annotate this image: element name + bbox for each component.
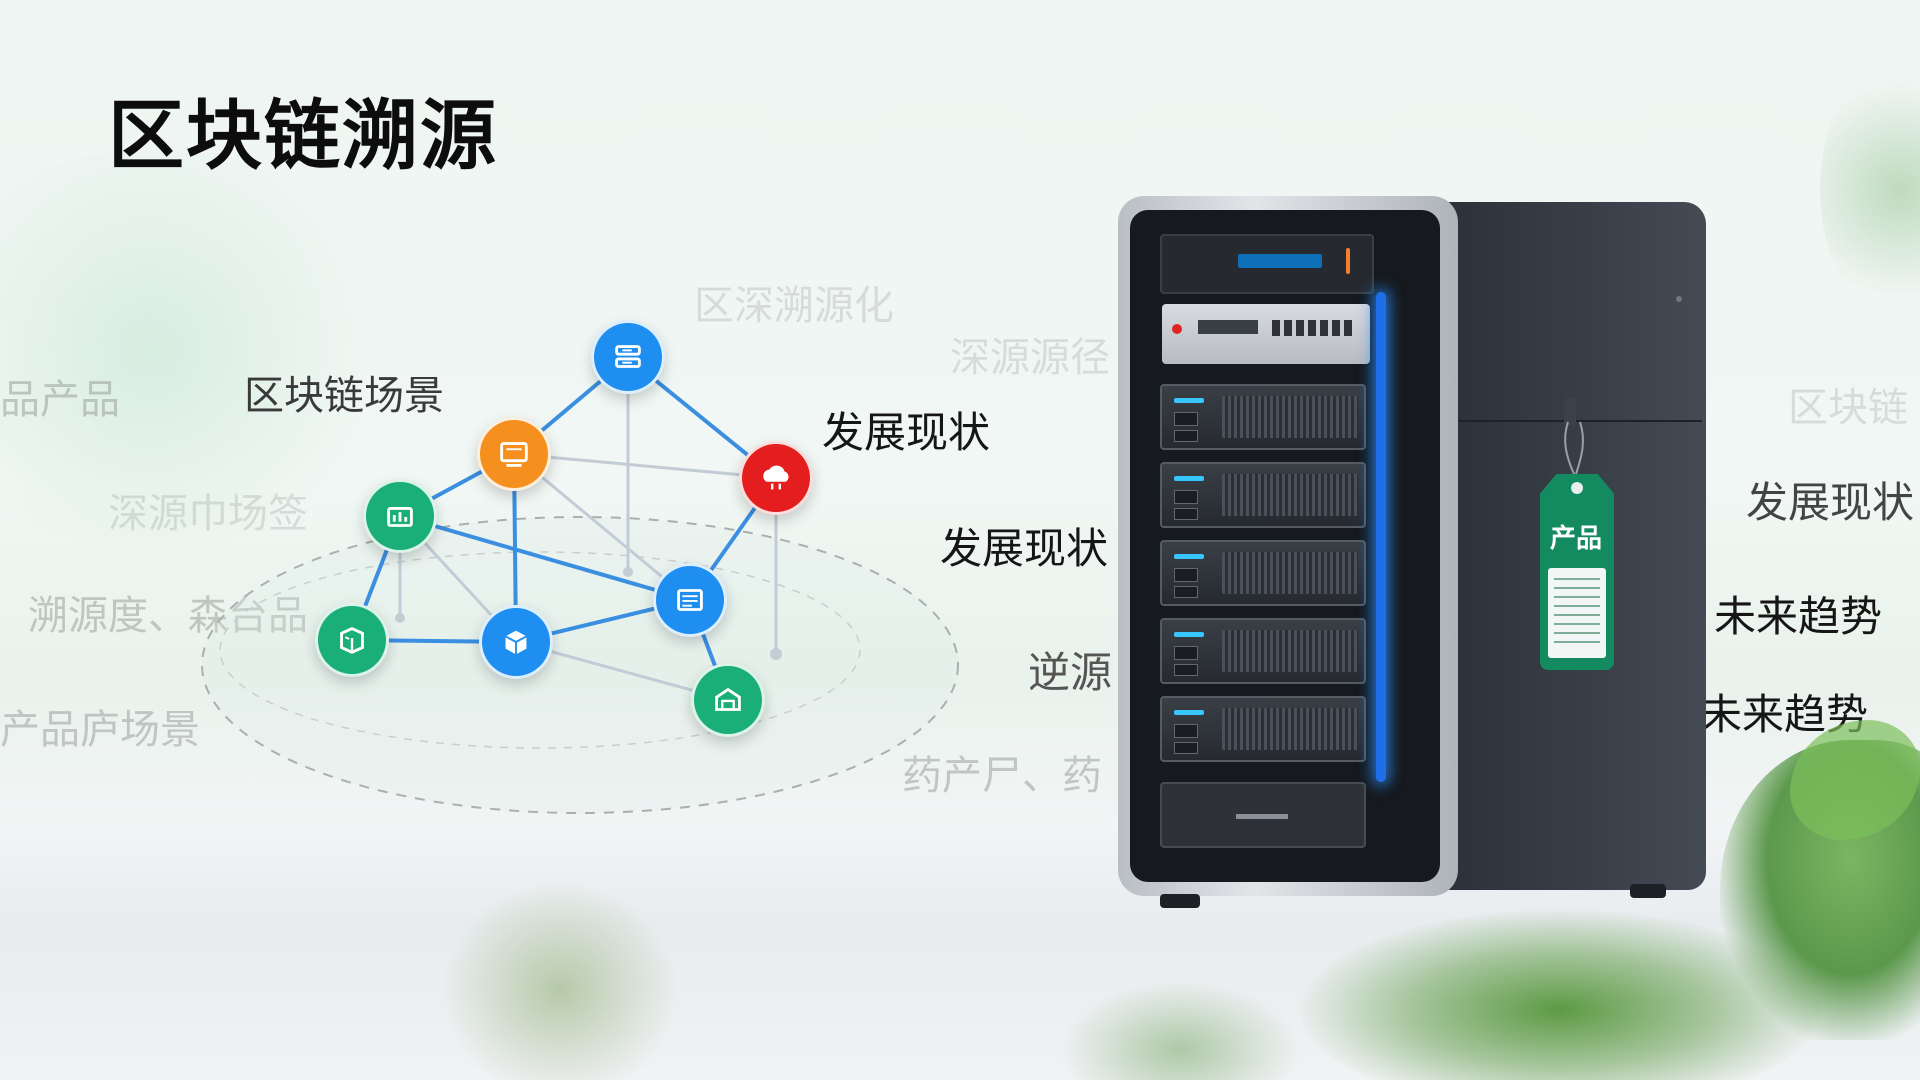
network-inner-ellipse (219, 551, 861, 749)
cabinet-blue-light-strip (1376, 292, 1386, 782)
network-node-cloud (739, 441, 813, 515)
cabinet-bottom-unit (1160, 782, 1366, 848)
label-dev-status-2: 发展现状 (940, 524, 1109, 573)
package-icon (715, 687, 741, 711)
tag-info-panel (1548, 568, 1606, 658)
background-foliage-top-right (1820, 60, 1920, 320)
edge-orange-red (513, 452, 777, 480)
cloud-icon (763, 465, 789, 490)
cabinet-foot-right (1630, 884, 1666, 898)
faint-label-top: 区深溯源化 (694, 283, 894, 329)
edge-green-right (399, 514, 691, 602)
network-node-chart (363, 479, 437, 553)
faint-label-right-chain: 区块链 (1788, 385, 1908, 431)
server-blade-1 (1160, 384, 1366, 450)
foreground-plant-blur-left (440, 880, 680, 1080)
faint-label-product-scene: 产品庐场景 (0, 707, 200, 753)
server-blade-3 (1160, 540, 1366, 606)
cabinet-foot-left (1160, 894, 1200, 908)
cabinet-display-unit (1160, 234, 1374, 294)
network-dot (395, 613, 405, 623)
chart-icon (387, 506, 413, 527)
server-blade-5 (1160, 696, 1366, 762)
faint-label-products: 品产品 (0, 377, 120, 423)
monitor-icon (500, 442, 528, 467)
tag-info-lines (1554, 578, 1600, 648)
control-panel-ports (1272, 320, 1352, 336)
network-dot (623, 567, 633, 577)
label-trace: 逆源 (1028, 648, 1113, 697)
tag-hole (1571, 482, 1583, 494)
bottom-unit-badge (1236, 814, 1288, 819)
tag-label: 产品 (1550, 524, 1603, 554)
network-dot (770, 648, 782, 660)
server-icon (615, 345, 641, 368)
network-node-package (691, 663, 765, 737)
network-node-server (591, 320, 665, 394)
box-icon (340, 627, 364, 654)
network-orbit-ellipse (201, 516, 959, 814)
cube-icon (505, 630, 527, 655)
tag-clip (1564, 398, 1576, 426)
page-title: 区块链溯源 (108, 91, 498, 180)
network-node-box (315, 603, 389, 677)
cabinet-side-screw (1676, 296, 1682, 302)
display-screen (1238, 254, 1322, 268)
network-node-cube (479, 605, 553, 679)
label-dev-status-1: 发展现状 (822, 408, 991, 457)
power-button[interactable] (1172, 324, 1182, 334)
tag-string (1564, 421, 1584, 475)
faint-label-market-tag: 深源巾场签 (108, 491, 308, 537)
cabinet-control-unit (1162, 304, 1370, 364)
server-blade-4 (1160, 618, 1366, 684)
product-tag: 产品 (1540, 474, 1614, 670)
server-blade-2 (1160, 462, 1366, 528)
label-future-trend-1: 未来趋势 (1714, 592, 1883, 641)
network-node-document (653, 563, 727, 637)
control-panel-display (1198, 320, 1258, 334)
faint-label-medicine: 药产尸、药 (902, 753, 1102, 799)
document-icon (677, 589, 703, 611)
faint-label-source-path: 深源源径 (950, 335, 1110, 381)
foreground-plant-bottom (1300, 910, 1820, 1080)
status-indicator (1346, 248, 1350, 274)
background-glow-left (0, 150, 400, 550)
network-node-monitor (477, 417, 551, 491)
label-blockchain-scene: 区块链场景 (244, 373, 444, 419)
label-dev-status-3: 发展现状 (1746, 478, 1915, 527)
